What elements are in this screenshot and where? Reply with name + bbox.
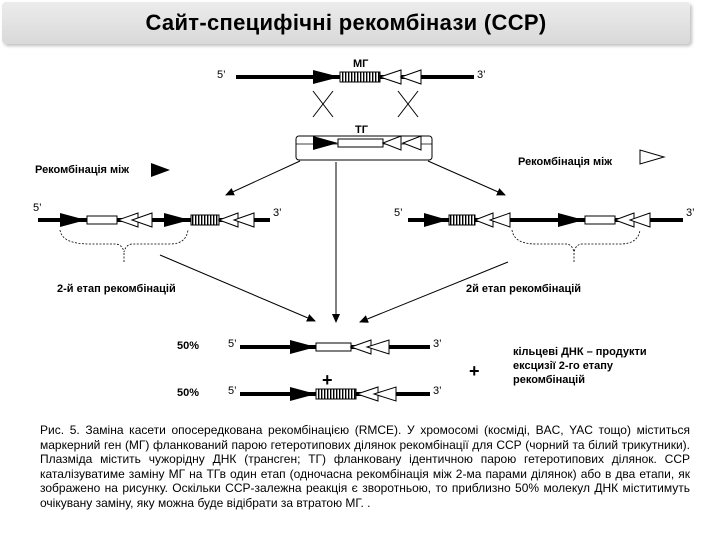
white-site-triangle (365, 339, 390, 355)
transgene-box (584, 215, 616, 225)
recombination-diagram: 5’ 3’ МГ ТГ Рекомбінація між Рекомбінаці… (33, 58, 695, 402)
label-3prime-product2: 3’ (433, 385, 442, 397)
stage-label-right: 2й етап рекомбінацій (466, 283, 581, 295)
plus-sign-right: + (469, 361, 480, 381)
black-site-triangle (558, 213, 584, 227)
stage-label-left: 2-й етап рекомбінацій (57, 283, 176, 295)
transgene-label: ТГ (355, 124, 369, 136)
brace-right (511, 229, 641, 253)
white-site-triangle (130, 212, 153, 228)
black-site-triangle (151, 163, 170, 177)
percent-bottom: 50% (177, 387, 199, 399)
arrow-stage-right (359, 261, 509, 323)
white-site-triangle (401, 135, 422, 151)
white-site-triangle (639, 149, 666, 165)
label-5prime-product2: 5’ (228, 385, 237, 397)
plus-sign-center: + (322, 370, 333, 390)
crossover-mark-right (397, 90, 419, 118)
label-3prime-left: 3’ (273, 207, 282, 219)
white-site-triangle (372, 386, 397, 402)
arrow-to-left (225, 160, 301, 196)
black-site-triangle (60, 213, 86, 227)
figure-caption: Рис. 5. Заміна касети опосередкована рек… (40, 423, 690, 510)
arrow-to-right (427, 160, 506, 196)
percent-top: 50% (177, 340, 199, 352)
white-site-triangle (378, 69, 402, 85)
label-5prime-product1: 5’ (228, 338, 237, 350)
white-site-triangle (488, 212, 511, 228)
circular-dna-line2: ексцизії 2-го етапу (513, 360, 614, 372)
label-3prime-right: 3’ (686, 207, 695, 219)
transgene-box (337, 138, 384, 148)
marker-gene-box (448, 214, 476, 226)
label-5prime-top: 5’ (217, 69, 226, 81)
marker-gene-box (339, 71, 381, 83)
brace-left (59, 229, 189, 253)
black-site-triangle (164, 213, 190, 227)
black-site-triangle (290, 340, 316, 354)
marker-gene-label: МГ (353, 58, 369, 70)
circular-dna-line1: кільцеві ДНК – продукти (513, 346, 647, 358)
label-3prime-product1: 3’ (433, 338, 442, 350)
white-site-triangle (232, 212, 255, 228)
circular-dna-line3: рекомбінацій (513, 374, 585, 386)
crossover-mark-left (312, 90, 334, 118)
black-site-triangle (313, 136, 338, 150)
label-5prime-left: 5’ (33, 202, 42, 214)
marker-gene-box (190, 214, 220, 226)
page-title: Сайт-специфічні рекомбінази (ССР) (145, 10, 547, 35)
recomb-label-right: Рекомбінація між (518, 156, 612, 168)
white-site-triangle (381, 135, 402, 151)
label-3prime-top: 3’ (477, 69, 486, 81)
black-site-triangle (290, 387, 316, 401)
title-bar: Сайт-специфічні рекомбінази (ССР) (2, 2, 690, 44)
label-5prime-right: 5’ (394, 207, 403, 219)
transgene-box (315, 342, 352, 352)
white-site-triangle (399, 69, 422, 85)
arrow-stage-left (159, 254, 316, 322)
marker-gene-box (315, 388, 357, 400)
black-site-triangle (313, 70, 340, 84)
white-site-triangle (628, 212, 651, 228)
transgene-box (86, 215, 118, 225)
black-site-triangle (424, 213, 448, 227)
plasmid-outline (295, 135, 433, 161)
recomb-label-left: Рекомбінація між (35, 164, 129, 176)
